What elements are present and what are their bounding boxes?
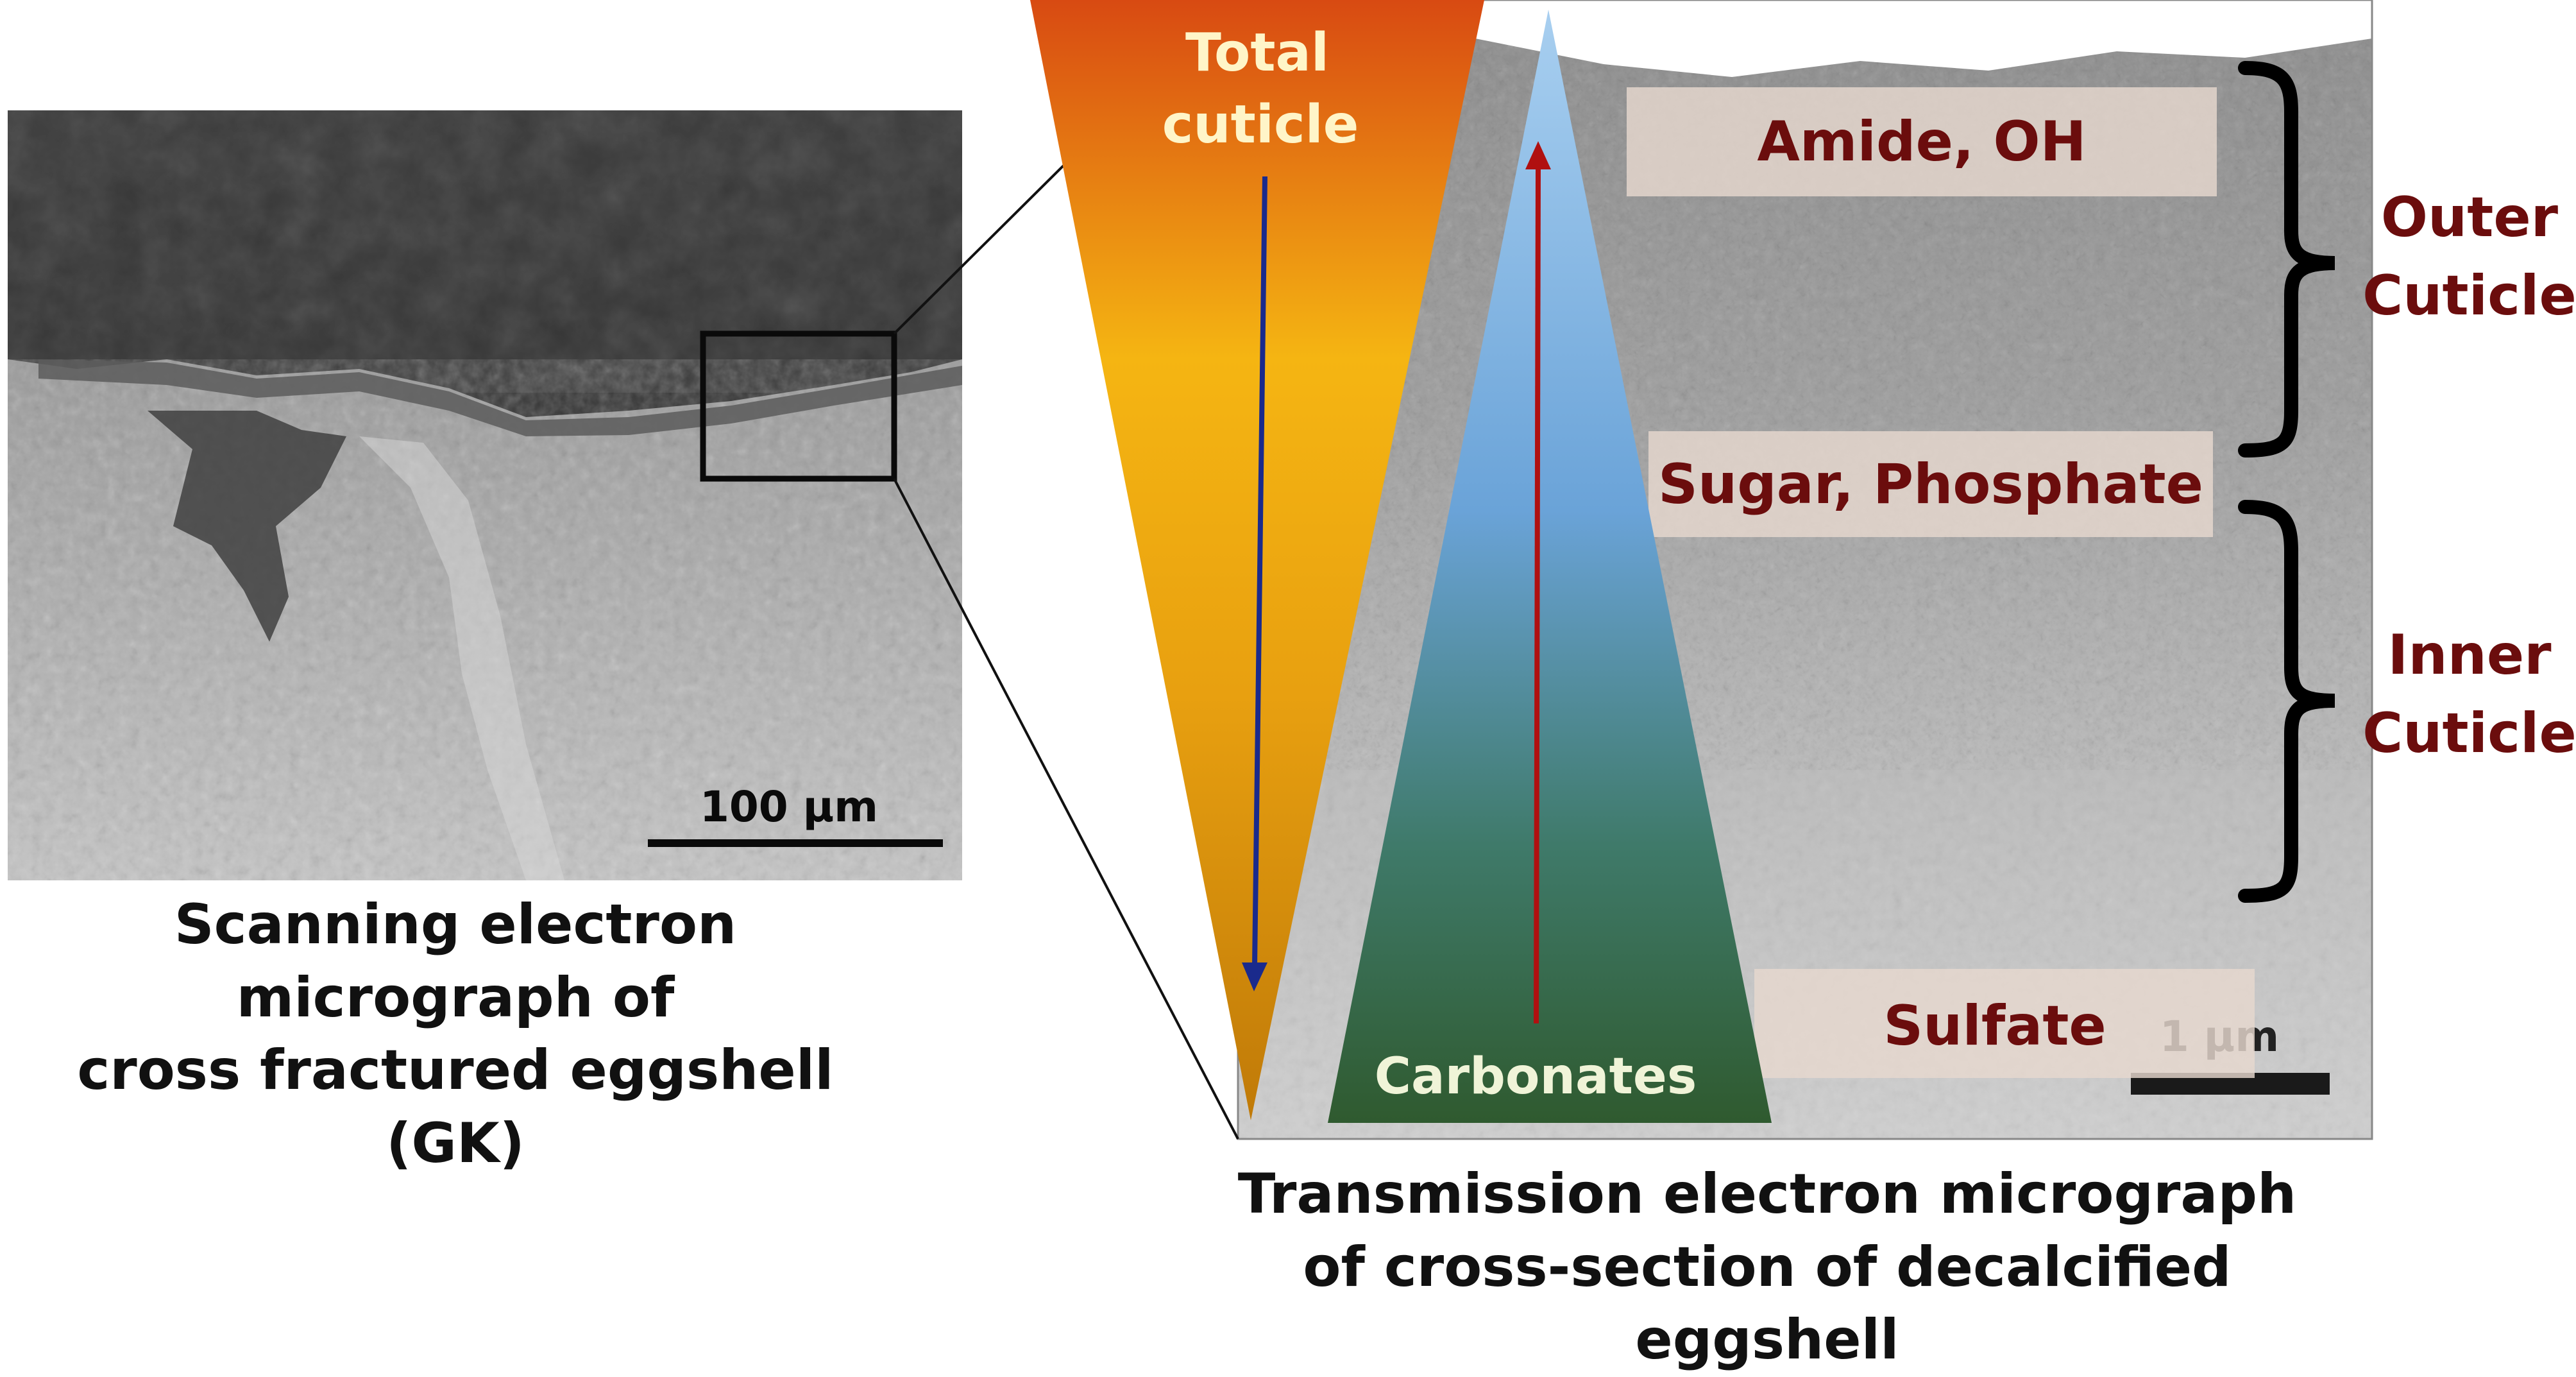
outer-cuticle-label-line1: Outer [2381,185,2559,250]
inner-cuticle-label-line2: Cuticle [2362,701,2576,765]
carbonates-triangle [1328,10,1772,1123]
figure-canvas: 100 μm 1 μm Amide, OH Sugar, Phosphate S… [8,0,2576,1140]
carbonates-cone: Carbonates [1328,10,1772,1123]
band-sugar-phosphate: Sugar, Phosphate [1648,431,2213,537]
sem-caption: Scanning electron micrograph of cross fr… [0,889,911,1180]
zoom-connector-bottom [893,478,1239,1140]
outer-cuticle-brace-icon [2238,61,2335,458]
total-cuticle-cone: Total cuticle [1030,0,1484,1120]
sem-crevice [148,411,346,642]
sem-cuticle-layer [38,359,962,436]
total-cuticle-triangle [1030,0,1484,1120]
total-cuticle-arrowhead-icon [1242,962,1267,991]
band-amide-oh: Amide, OH [1627,87,2217,196]
band-amide-oh-box [1627,87,2217,196]
band-sugar-phosphate-box [1648,431,2213,537]
carbonates-arrow-shaft [1534,167,1541,1024]
sem-scale-label: 100 μm [700,782,878,832]
zoom-connector-top [893,163,1066,335]
band-sugar-phosphate-label: Sugar, Phosphate [1658,452,2203,517]
inner-cuticle-brace-icon [2238,500,2335,903]
inner-cuticle-label-line1: Inner [2387,623,2552,687]
outer-cuticle-label-line2: Cuticle [2362,264,2576,328]
sem-caption-line2: cross fractured eggshell (GK) [77,1038,834,1176]
band-sulfate-label: Sulfate [1883,994,2106,1058]
sem-zoom-box [700,330,897,482]
carbonates-label: Carbonates [1375,1048,1697,1106]
sem-ridge [359,436,564,880]
total-cuticle-label-line1: Total [1185,22,1329,83]
total-cuticle-arrow-shaft [1252,176,1267,966]
band-sulfate-box [1754,969,2255,1078]
tem-caption-line2: of cross-section of decalcified eggshell [1303,1235,2232,1373]
tem-caption: Transmission electron micrograph of cros… [1180,1158,2354,1377]
sem-caption-line1: Scanning electron micrograph of [174,893,737,1030]
band-sulfate: Sulfate [1754,969,2255,1078]
tem-caption-line1: Transmission electron micrograph [1237,1162,2297,1226]
band-amide-oh-label: Amide, OH [1757,110,2086,174]
sem-micrograph: 100 μm [8,110,962,880]
tem-top-edge [1238,0,2372,77]
carbonates-arrowhead-icon [1525,141,1551,169]
total-cuticle-label-line2: cuticle [1162,94,1359,155]
sem-top-texture [8,110,962,393]
